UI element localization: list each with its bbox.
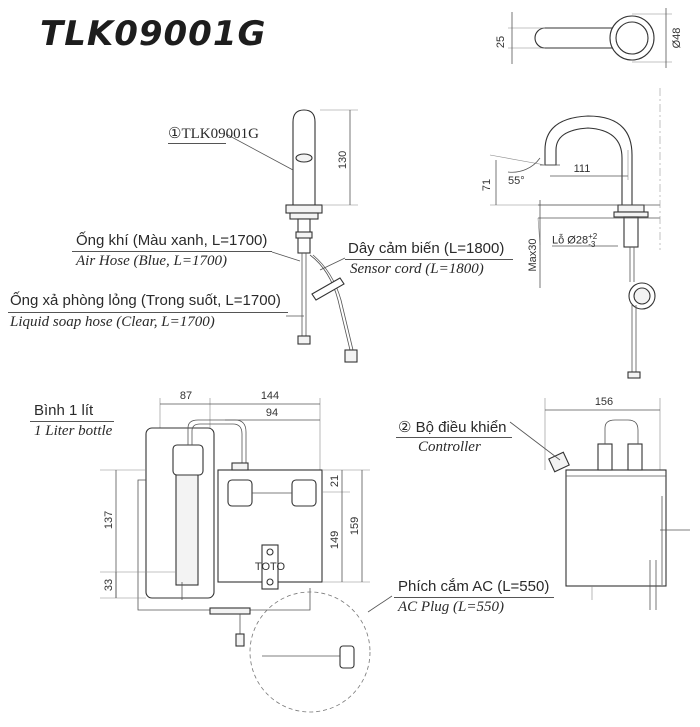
hole-tol-minus: -3 — [588, 239, 596, 249]
part1-underline — [168, 143, 226, 144]
faucet-front-view: 130 — [225, 109, 358, 363]
dim-94: 94 — [266, 407, 278, 419]
dim-111: 111 — [574, 163, 591, 175]
bottle-underline — [30, 421, 114, 422]
hole-tol-plus: +2 — [588, 232, 598, 241]
faucet-side-view: 71 55° 111 Max30 — [481, 88, 661, 379]
soap-hose-underline — [8, 312, 288, 313]
dim-149: 149 — [329, 531, 341, 549]
ac-plug-label-en: AC Plug (L=550) — [398, 599, 504, 615]
spout-top-view: 25 Ø48 — [495, 8, 683, 68]
sensor-cord-underline — [345, 259, 513, 260]
sensor-cord-label-en: Sensor cord (L=1800) — [350, 261, 484, 277]
dim-21: 21 — [329, 475, 341, 487]
bottle-label-en: 1 Liter bottle — [34, 423, 113, 439]
dim-d48: Ø48 — [671, 28, 683, 49]
controller-underline — [396, 437, 512, 438]
sensor-cord-label: Dây cảm biến (L=1800) — [348, 240, 505, 257]
bottle-label: Bình 1 lít — [34, 402, 94, 419]
dim-25: 25 — [495, 36, 507, 48]
hole-label: Lỗ Ø28+2-3 — [552, 232, 598, 249]
controller-label-en: Controller — [418, 439, 481, 455]
air-hose-label-en: Air Hose (Blue, L=1700) — [76, 253, 227, 269]
dim-87: 87 — [180, 390, 192, 402]
bottle-assembly: 87 144 94 TOTO 137 — [100, 390, 393, 713]
soap-hose-label-en: Liquid soap hose (Clear, L=1700) — [10, 314, 215, 330]
ac-plug-label: Phích cắm AC (L=550) — [398, 578, 550, 595]
dim-max30: Max30 — [527, 238, 539, 271]
air-hose-label: Ống khí (Màu xanh, L=1700) — [76, 232, 268, 249]
hole-prefix: Lỗ Ø28 — [552, 234, 589, 247]
ac-plug-underline — [394, 597, 554, 598]
dim-137: 137 — [103, 511, 115, 529]
controller-drawing: 156 — [509, 396, 690, 610]
brand-mark: TOTO — [255, 561, 286, 573]
soap-hose-label: Ống xả phòng lỏng (Trong suốt, L=1700) — [10, 292, 281, 309]
dim-55deg: 55° — [508, 175, 525, 187]
controller-label: ② Bộ điều khiển — [398, 419, 507, 436]
air-hose-underline — [72, 251, 272, 252]
dim-71: 71 — [481, 179, 493, 191]
dim-130: 130 — [337, 151, 349, 169]
dim-144: 144 — [261, 390, 279, 402]
dim-159: 159 — [349, 517, 361, 535]
dim-156: 156 — [595, 396, 613, 408]
dim-33: 33 — [103, 579, 115, 591]
part1-label: ①TLK09001G — [168, 126, 259, 142]
model-title: TLK09001G — [40, 14, 267, 54]
